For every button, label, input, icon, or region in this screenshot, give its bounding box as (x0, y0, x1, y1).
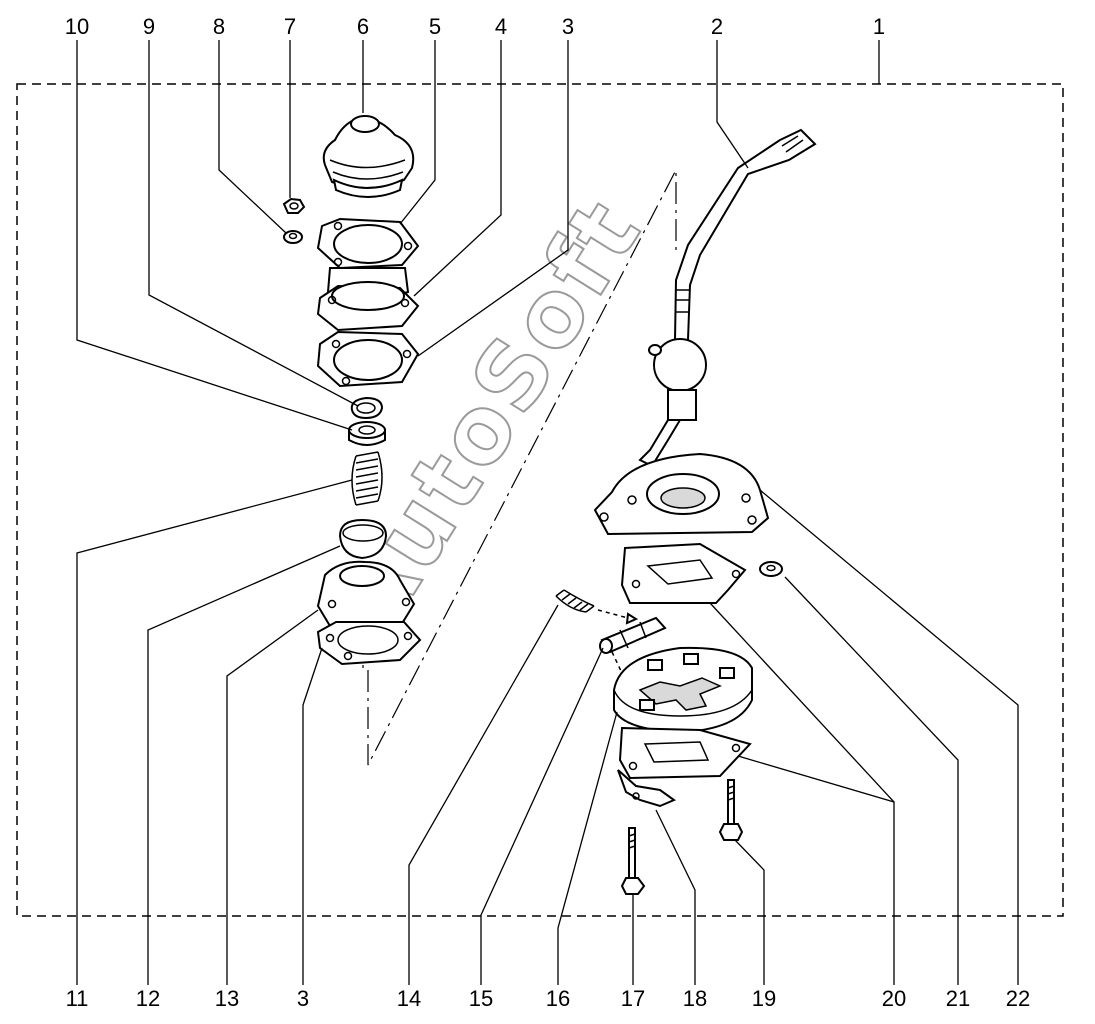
callout-11: 11 (66, 986, 89, 1011)
callout-7: 7 (284, 14, 296, 39)
plate-gasket-upper (620, 542, 747, 604)
gear-lever (638, 128, 817, 468)
gate-plate (613, 646, 753, 734)
callout-12: 12 (136, 986, 160, 1011)
callout-9: 9 (143, 14, 155, 39)
axis-line (367, 169, 677, 766)
flange-plate-upper (316, 217, 420, 270)
circlip (350, 396, 384, 420)
callout-16: 16 (546, 986, 570, 1011)
plate-gasket-lower (618, 726, 752, 780)
thrust-ring (348, 421, 386, 446)
housing-ring (316, 267, 420, 332)
callout-17: 17 (621, 986, 645, 1011)
gasket-upper (316, 330, 420, 388)
callout-1: 1 (873, 14, 885, 39)
lever-mounting-flange (593, 452, 770, 536)
spring-washer (759, 561, 783, 577)
lock-plate (617, 769, 677, 808)
callouts-top: 10 9 8 7 6 5 4 3 2 1 (65, 14, 885, 39)
callout-14: 14 (397, 986, 421, 1011)
callout-18: 18 (683, 986, 707, 1011)
callout-15: 15 (469, 986, 493, 1011)
callout-22: 22 (1006, 986, 1030, 1011)
callout-21: 21 (946, 986, 970, 1011)
callout-10: 10 (65, 14, 89, 39)
ball-socket-housing (316, 560, 416, 638)
callout-4: 4 (495, 14, 507, 39)
callout-6: 6 (357, 14, 369, 39)
washer (283, 230, 303, 244)
assembly-boundary (16, 83, 1064, 917)
callout-19: 19 (752, 986, 776, 1011)
bolt-short (718, 779, 744, 841)
callout-2: 2 (711, 14, 723, 39)
bolt-long (620, 827, 646, 895)
callout-20: 20 (882, 986, 906, 1011)
rubber-boot (322, 115, 415, 198)
callout-5: 5 (429, 14, 441, 39)
callout-3-bottom: 3 (297, 986, 309, 1011)
callout-13: 13 (215, 986, 239, 1011)
leader-lines (76, 40, 1019, 985)
callouts-bottom: 11 12 13 3 14 15 16 17 18 19 20 21 22 (66, 986, 1031, 1011)
callout-3-top: 3 (562, 14, 574, 39)
detent-spring (555, 589, 639, 625)
callout-8: 8 (213, 14, 225, 39)
nut (282, 197, 306, 214)
spring-seat (338, 518, 388, 560)
gasket-lower (316, 621, 422, 666)
